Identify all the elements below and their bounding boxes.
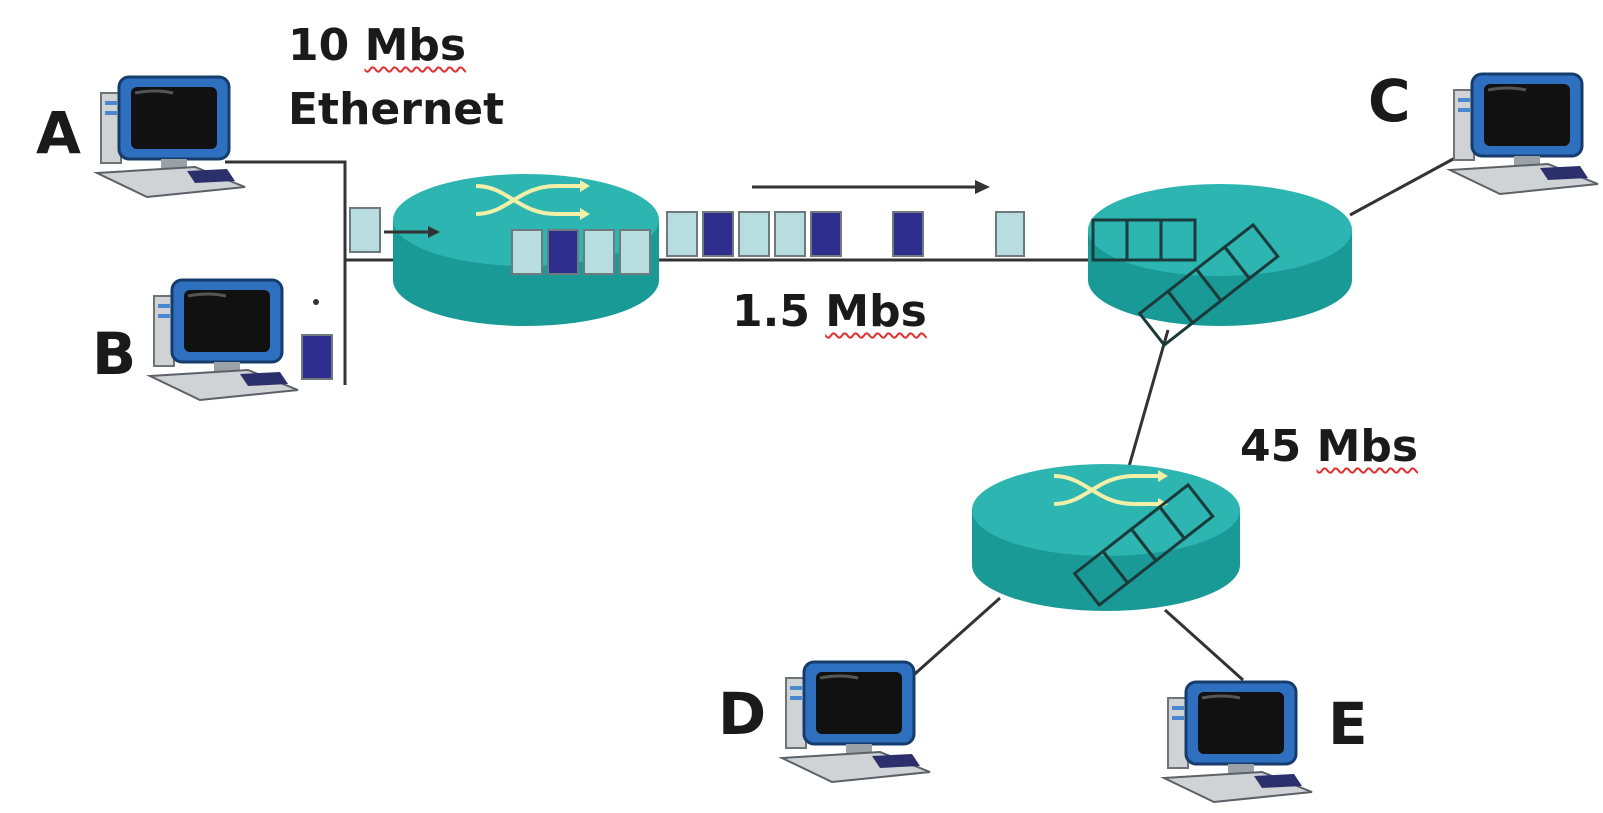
packet [738,211,770,257]
host-d-label: D [718,680,767,748]
output-queue-left [511,229,651,275]
packet [810,211,842,257]
lan-rate-unit: Mbs [364,20,467,71]
input-queue-right [1091,218,1197,262]
host-d-computer-icon [780,660,932,784]
host-b-label: B [92,320,137,388]
lan-medium-label: Ethernet [288,84,505,135]
hub-arrow [384,226,440,238]
queued-packet [547,229,579,275]
queued-packet [511,229,543,275]
packet [892,211,924,257]
queued-packet [619,229,651,275]
fast-link-rate-value: 45 [1240,421,1302,472]
host-a-label: A [36,99,81,167]
output-queue-right [1137,222,1280,348]
mid-link-rate-unit: Mbs [825,286,927,337]
packet-from-b [301,334,333,380]
host-c-computer-icon [1448,72,1600,196]
fast-link-rate-unit: Mbs [1316,421,1419,472]
packet [702,211,734,257]
direction-arrow [752,180,990,194]
fast-link-rate-label: 45 Mbs [1240,425,1418,469]
link-router3-to-e [1163,608,1245,682]
mid-link-rate-value: 1.5 [732,286,810,337]
queued-packet [583,229,615,275]
packet-from-a [349,207,381,253]
lan-rate-value: 10 [288,20,350,71]
link-router3-to-d [907,596,1001,682]
packet [666,211,698,257]
host-c-label: C [1368,67,1411,135]
router-bottom [972,464,1240,611]
lan-rate-label: 10 Mbs [288,24,466,68]
packet [995,211,1025,257]
output-queue-bottom [1072,482,1215,608]
packet-marker [313,299,319,305]
link-router2-to-c [1349,156,1456,217]
link-router2-to-router3 [1126,329,1170,471]
host-e-label: E [1328,690,1368,758]
packet [774,211,806,257]
host-b-computer-icon [148,278,300,402]
mid-link-rate-label: 1.5 Mbs [732,290,927,334]
packets-in-transit [666,211,1025,257]
link-a-to-hub [225,160,347,260]
links [225,156,1456,682]
host-a-computer-icon [95,75,247,199]
host-e-computer-icon [1162,680,1314,804]
